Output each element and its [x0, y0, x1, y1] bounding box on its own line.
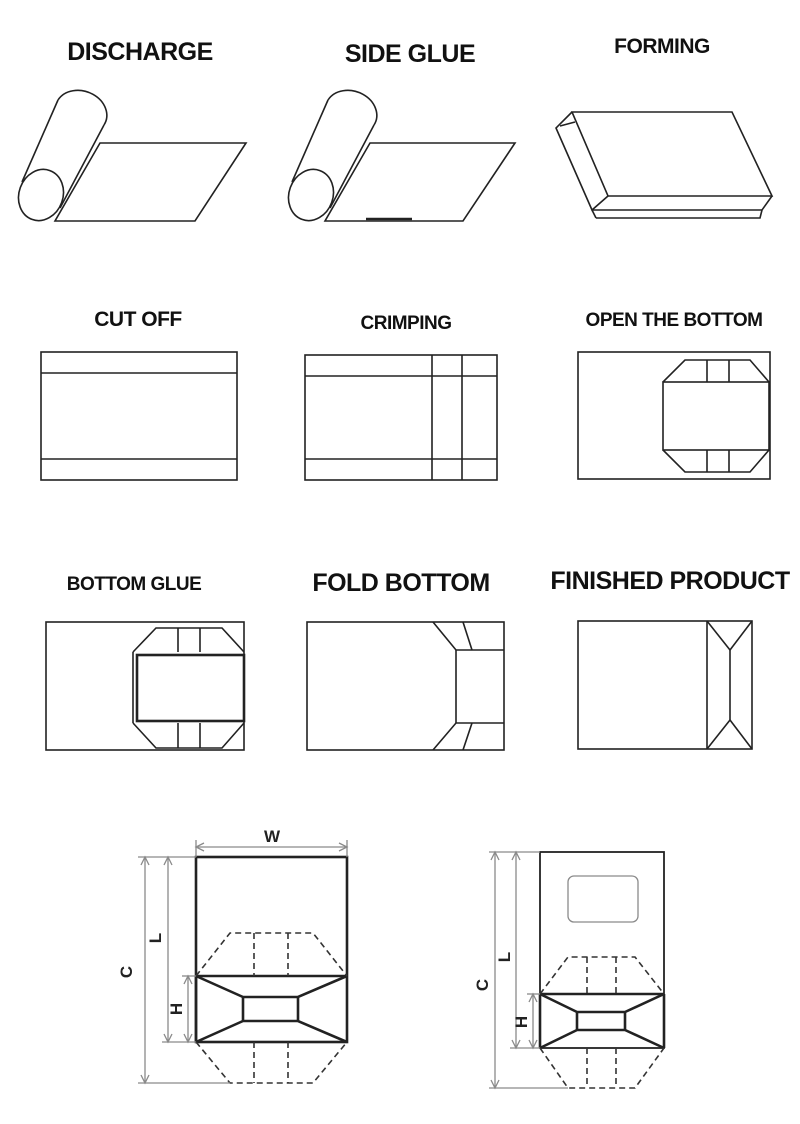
open-bottom-illustration [577, 351, 771, 480]
dim-label-h: H [167, 1003, 186, 1015]
dimension-diagram-right: C L H [473, 850, 666, 1090]
dim-label-h-right: H [512, 1016, 531, 1028]
side-glue-roll-illustration [287, 89, 517, 222]
dim-label-w: W [264, 827, 281, 846]
finished-product-illustration [577, 620, 753, 750]
step-label-finished-product: FINISHED PRODUCT [550, 567, 790, 595]
step-label-fold-bottom: FOLD BOTTOM [312, 569, 490, 597]
crimping-illustration [304, 354, 498, 481]
step-label-open-the-bottom: OPEN THE BOTTOM [585, 310, 763, 331]
dimension-diagram-left: W C L H [117, 827, 349, 1085]
dim-label-l: L [146, 933, 165, 943]
step-label-forming: FORMING [614, 35, 710, 58]
step-label-cut-off: CUT OFF [94, 308, 182, 331]
dim-label-c-right: C [473, 979, 492, 991]
step-label-side-glue: SIDE GLUE [344, 40, 476, 68]
cut-off-illustration [40, 351, 238, 481]
forming-tube-illustration [555, 111, 774, 219]
dim-label-c: C [117, 966, 136, 978]
dim-label-l-right: L [495, 952, 514, 962]
bottom-glue-illustration [45, 621, 246, 751]
step-label-discharge: DISCHARGE [67, 38, 213, 66]
fold-bottom-illustration [306, 621, 505, 751]
discharge-roll-illustration [17, 89, 248, 222]
step-label-crimping: CRIMPING [360, 313, 453, 334]
step-label-bottom-glue: BOTTOM GLUE [66, 574, 202, 595]
